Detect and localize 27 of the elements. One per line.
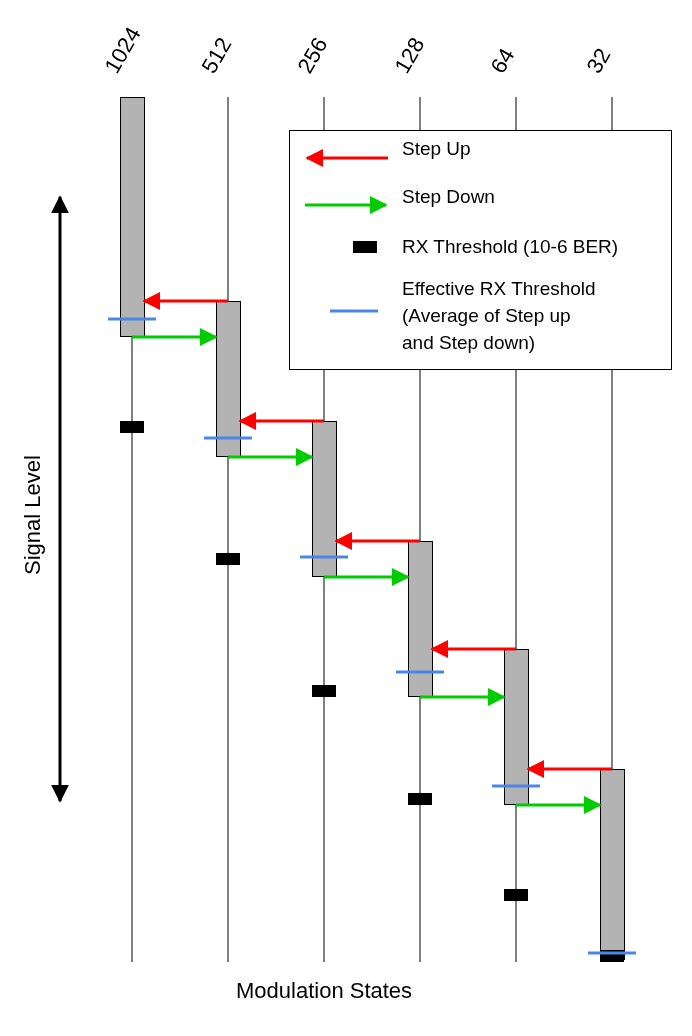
legend-text: Step Down	[402, 185, 496, 209]
step-arrow	[132, 328, 218, 346]
range-bar	[408, 541, 433, 697]
step-arrow	[324, 568, 410, 586]
modulation-order-label: 512	[196, 33, 238, 78]
legend-text: RX Threshold (10-6 BER)	[402, 235, 620, 259]
axis-label: Signal Level	[20, 455, 46, 575]
range-bar	[600, 769, 625, 960]
step-arrow	[420, 688, 506, 706]
range-bar	[504, 649, 529, 805]
step-arrow	[526, 760, 612, 778]
range-bar	[216, 301, 241, 457]
modulation-order-label: 256	[292, 33, 334, 78]
range-bar	[312, 421, 337, 577]
step-arrow	[334, 532, 420, 550]
step-arrow	[228, 448, 314, 466]
step-arrow	[238, 412, 324, 430]
modulation-order-label: 128	[389, 33, 431, 78]
step-arrow	[430, 640, 516, 658]
range-bar	[120, 97, 145, 337]
step-arrow	[142, 292, 228, 310]
step-arrow	[516, 796, 602, 814]
legend-text: Effective RX Threshold (Average of Step up and Step down)	[402, 277, 597, 355]
legend-text: Step Up	[402, 137, 472, 161]
modulation-order-label: 32	[581, 43, 617, 78]
modulation-order-label: 64	[485, 43, 521, 78]
axis-label: Modulation States	[236, 978, 413, 1004]
